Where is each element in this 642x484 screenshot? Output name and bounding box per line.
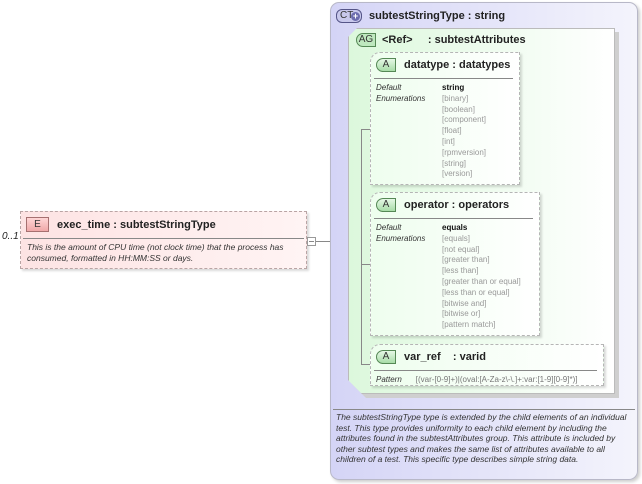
enum-value: [pattern match] xyxy=(442,320,496,330)
attribute-icon: A xyxy=(376,198,396,212)
divider xyxy=(374,78,513,79)
attribute-icon: A xyxy=(376,58,396,72)
multiplicity-label: 0..1 xyxy=(2,231,19,242)
plus-icon: + xyxy=(351,11,360,21)
attribute-group-icon: AG xyxy=(356,33,376,47)
enum-value: [string] xyxy=(442,158,467,168)
enum-value: [less than or equal] xyxy=(442,287,510,297)
attribute-group-title: <Ref> : subtestAttributes xyxy=(382,34,526,46)
attribute-datatype[interactable]: A datatype : datatypes Default Enumerati… xyxy=(370,52,520,185)
enum-value: [bitwise and] xyxy=(442,298,487,308)
tree-line xyxy=(361,129,371,130)
enumerations-label: Enumerations xyxy=(376,93,426,103)
complex-type-description: The subtestStringType type is extended b… xyxy=(336,412,627,465)
collapse-toggle-icon[interactable] xyxy=(307,237,316,246)
enum-value: [less than] xyxy=(442,266,479,276)
enum-value: [equals] xyxy=(442,233,471,243)
element-exec-time[interactable]: E exec_time : subtestStringType This is … xyxy=(20,211,307,269)
element-title: exec_time : subtestStringType xyxy=(57,218,216,231)
tree-line xyxy=(361,129,362,364)
attribute-title: datatype : datatypes xyxy=(404,59,511,71)
default-label: Default xyxy=(376,223,402,232)
enum-value: [component] xyxy=(442,115,487,125)
divider xyxy=(374,218,533,219)
divider xyxy=(23,238,304,239)
default-value: equals xyxy=(442,223,468,232)
attribute-var-ref[interactable]: A var_ref : varid Pattern [(var-[0-9]+)|… xyxy=(370,344,604,386)
enum-value: [boolean] xyxy=(442,104,475,114)
enum-value: [greater than or equal] xyxy=(442,276,521,286)
enum-value: [float] xyxy=(442,126,462,136)
tree-line xyxy=(361,364,371,365)
enum-value: [int] xyxy=(442,136,455,146)
tree-line xyxy=(361,264,371,265)
enum-value: [rpmversion] xyxy=(442,147,487,157)
attribute-title: var_ref : varid xyxy=(404,351,486,363)
enum-value: [binary] xyxy=(442,93,469,103)
divider xyxy=(333,409,635,410)
default-label: Default xyxy=(376,83,402,92)
enum-value: [not equal] xyxy=(442,244,480,254)
attribute-operator[interactable]: A operator : operators Default Enumerati… xyxy=(370,192,540,336)
pattern-value: [(var-[0-9]+)|(oval:[A-Za-z\-\.]+:var:[1… xyxy=(415,375,578,384)
enum-value: [version] xyxy=(442,169,473,179)
divider xyxy=(374,370,597,371)
default-value: string xyxy=(442,83,465,92)
attribute-title: operator : operators xyxy=(404,199,510,211)
element-description: This is the amount of CPU time (not cloc… xyxy=(27,242,284,263)
attribute-icon: A xyxy=(376,350,396,364)
complex-type-icon: CT + xyxy=(336,9,362,23)
complex-type-title: subtestStringType : string xyxy=(369,10,506,22)
connector-line xyxy=(316,241,331,242)
enum-value: [greater than] xyxy=(442,255,490,265)
element-icon: E xyxy=(26,217,49,232)
enumerations-label: Enumerations xyxy=(376,233,426,243)
enum-value: [bitwise or] xyxy=(442,309,481,319)
pattern-label: Pattern xyxy=(376,375,402,384)
